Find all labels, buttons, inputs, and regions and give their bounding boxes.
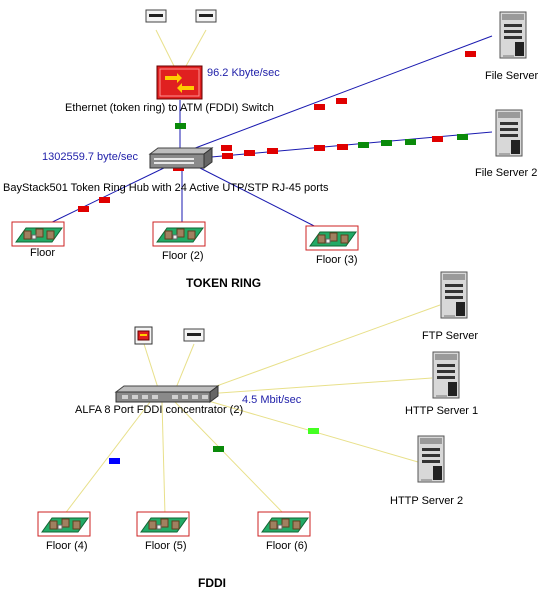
http-server-1-icon[interactable]	[432, 351, 460, 399]
section-title-token-ring: TOKEN RING	[186, 276, 262, 290]
phone-icon	[183, 328, 205, 342]
floor-label: Floor (3)	[316, 254, 358, 266]
floor-pc-icon[interactable]	[37, 511, 91, 537]
floor-pc-icon[interactable]	[305, 225, 359, 251]
floor-pc-icon[interactable]	[152, 221, 206, 247]
fddi-switch-icon	[134, 326, 153, 345]
floor-label: Floor (4)	[46, 540, 88, 552]
floor-pc-icon[interactable]	[136, 511, 190, 537]
http-server-2-icon[interactable]	[417, 435, 445, 483]
hub-icon[interactable]	[148, 147, 214, 169]
phone-icon	[195, 9, 217, 23]
ftp-server-icon[interactable]	[440, 271, 468, 319]
server-label: FTP Server	[422, 330, 479, 342]
token-ring-links	[39, 29, 493, 235]
server-label: File Server 2	[475, 167, 538, 179]
section-title-fddi: FDDI	[198, 576, 226, 590]
concentrator-icon[interactable]	[114, 385, 220, 403]
floor-label: Floor	[30, 247, 56, 259]
server-label: File Server	[485, 70, 539, 82]
server-label: HTTP Server 1	[405, 405, 479, 417]
concentrator-rate: 4.5 Mbit/sec	[242, 394, 302, 406]
floor-pc-icon[interactable]	[257, 511, 311, 537]
concentrator-label: ALFA 8 Port FDDI concentrator (2)	[75, 404, 244, 416]
floor-label: Floor (6)	[266, 540, 308, 552]
floor-pc-icon[interactable]	[11, 221, 65, 247]
floor-label: Floor (2)	[162, 250, 204, 262]
switch-icon[interactable]	[156, 65, 203, 100]
server-label: HTTP Server 2	[390, 495, 464, 507]
switch-rate: 96.2 Kbyte/sec	[207, 67, 280, 79]
phone-icon	[145, 9, 167, 23]
hub-label: BayStack501 Token Ring Hub with 24 Activ…	[3, 182, 329, 194]
file-server-2-icon[interactable]	[495, 109, 523, 157]
hub-rate: 1302559.7 byte/sec	[42, 151, 139, 163]
file-server-icon[interactable]	[499, 11, 527, 59]
switch-label: Ethernet (token ring) to ATM (FDDI) Swit…	[65, 102, 274, 114]
floor-label: Floor (5)	[145, 540, 187, 552]
